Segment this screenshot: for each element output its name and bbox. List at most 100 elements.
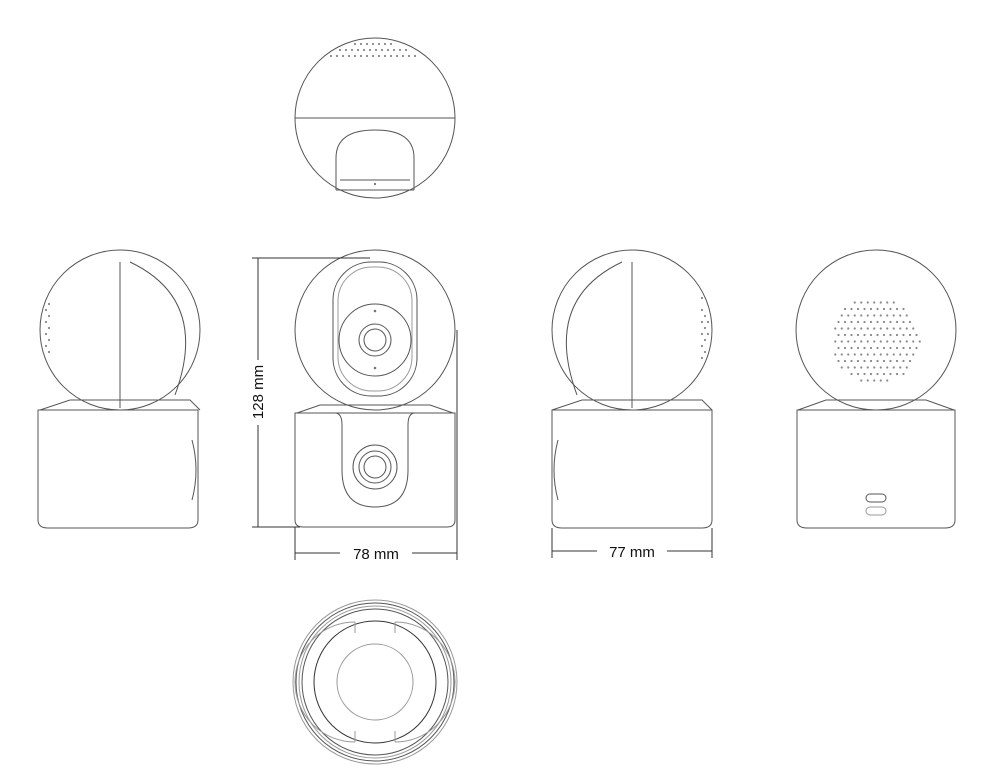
speaker-hole — [889, 320, 892, 324]
speaker-hole — [843, 320, 847, 324]
speaker-hole — [700, 332, 704, 336]
speaker-hole — [895, 359, 899, 363]
speaker-hole — [892, 327, 895, 330]
speaker-hole — [892, 314, 895, 317]
left-side-view — [37, 249, 201, 529]
speaker-hole — [834, 327, 837, 330]
speaker-hole — [905, 340, 908, 343]
speaker-hole — [873, 340, 876, 343]
speaker-hole — [398, 48, 402, 52]
speaker-hole — [902, 372, 905, 376]
speaker-hole — [44, 332, 48, 336]
speaker-hole — [389, 54, 393, 58]
speaker-hole — [344, 48, 348, 52]
speaker-hole — [899, 340, 902, 343]
speaker-hole — [395, 54, 399, 58]
speaker-hole — [889, 372, 892, 376]
speaker-hole — [860, 379, 863, 382]
speaker-hole — [886, 314, 889, 317]
speaker-hole — [407, 54, 411, 58]
speaker-hole — [392, 48, 396, 52]
speaker-hole — [377, 42, 381, 46]
speaker-hole — [365, 42, 369, 46]
speaker-hole — [866, 301, 869, 304]
speaker-hole — [834, 353, 837, 356]
speaker-hole — [915, 333, 918, 337]
speaker-hole — [902, 320, 905, 324]
speaker-hole — [47, 314, 51, 318]
speaker-hole — [353, 42, 357, 46]
speaker-hole — [371, 42, 375, 46]
speaker-hole — [47, 338, 51, 342]
speaker-hole — [866, 327, 869, 330]
speaker-hole — [853, 327, 856, 330]
speaker-hole — [700, 344, 704, 348]
speaker-hole — [847, 314, 850, 317]
side-depth-dimension: 77 mm — [551, 528, 713, 561]
speaker-hole — [892, 340, 895, 343]
speaker-hole — [902, 346, 905, 350]
bottom-view — [292, 599, 458, 765]
speaker-hole — [895, 346, 899, 350]
speaker-hole — [876, 333, 879, 337]
speaker-hole — [908, 346, 912, 350]
speaker-hole — [866, 366, 869, 369]
speaker-hole — [703, 326, 707, 330]
speaker-hole — [866, 379, 869, 382]
speaker-hole — [389, 42, 393, 46]
reset-button — [865, 506, 887, 516]
speaker-hole — [918, 340, 921, 343]
speaker-hole — [886, 379, 889, 382]
height-label: 128 mm — [250, 365, 267, 419]
speaker-hole — [886, 353, 889, 356]
speaker-hole — [876, 320, 879, 324]
speaker-hole — [700, 356, 704, 360]
speaker-hole — [860, 314, 863, 317]
speaker-hole — [404, 48, 408, 52]
speaker-hole — [860, 340, 863, 343]
speaker-hole — [700, 320, 704, 324]
speaker-hole — [359, 42, 363, 46]
speaker-hole — [866, 353, 869, 356]
speaker-hole — [902, 359, 905, 363]
speaker-hole — [837, 320, 840, 324]
back-view — [795, 249, 957, 529]
speaker-hole — [882, 372, 886, 376]
speaker-hole — [837, 359, 840, 363]
speaker-hole — [853, 314, 856, 317]
speaker-hole — [47, 326, 51, 330]
speaker-hole — [886, 366, 889, 369]
speaker-hole — [329, 54, 333, 58]
speaker-hole — [703, 350, 707, 354]
speaker-hole — [371, 54, 375, 58]
speaker-hole — [879, 327, 882, 330]
speaker-hole — [374, 48, 378, 52]
speaker-hole — [895, 333, 899, 337]
speaker-hole — [860, 353, 863, 356]
speaker-hole — [895, 320, 899, 324]
speaker-hole — [853, 366, 856, 369]
speaker-hole — [863, 372, 866, 376]
speaker-hole — [843, 307, 847, 311]
speaker-hole — [863, 333, 866, 337]
speaker-hole — [892, 366, 895, 369]
speaker-hole — [377, 54, 381, 58]
speaker-hole — [362, 48, 366, 52]
front-width-label: 78 mm — [353, 546, 399, 563]
speaker-hole — [882, 359, 886, 363]
speaker-hole — [44, 320, 48, 324]
speaker-hole — [860, 366, 863, 369]
speaker-hole — [863, 320, 866, 324]
speaker-hole — [912, 327, 915, 330]
speaker-hole — [703, 314, 707, 318]
front-width-dimension: 78 mm — [294, 330, 458, 563]
speaker-hole — [882, 307, 886, 311]
speaker-hole — [840, 314, 843, 317]
speaker-hole — [863, 346, 866, 350]
speaker-hole — [882, 320, 886, 324]
speaker-hole — [899, 353, 902, 356]
speaker-hole — [856, 372, 860, 376]
speaker-hole — [886, 340, 889, 343]
speaker-hole — [902, 333, 905, 337]
speaker-hole — [843, 333, 847, 337]
